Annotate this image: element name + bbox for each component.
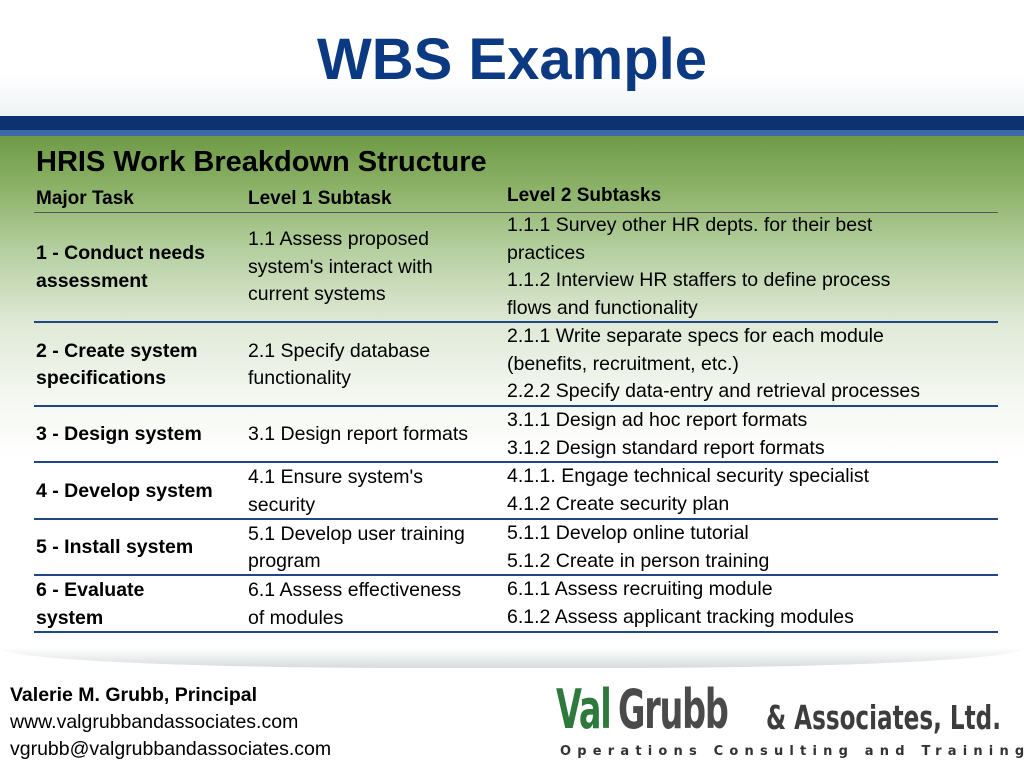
content-panel xyxy=(0,136,1024,656)
row-divider xyxy=(34,405,998,407)
row-divider xyxy=(34,631,998,633)
row-divider xyxy=(34,574,998,576)
level1-cell-line: functionality xyxy=(248,367,351,389)
table-title: HRIS Work Breakdown Structure xyxy=(36,146,487,178)
header-level1-subtask: Level 1 Subtask xyxy=(248,188,392,209)
level1-cell-line: 6.1 Assess effectiveness xyxy=(248,579,462,601)
major-task-cell-line: system xyxy=(36,606,104,629)
level1-cell-line: security xyxy=(248,493,316,516)
major-task-cell: 3 - Design system xyxy=(36,421,246,449)
level2-cell-line: (benefits, recruitment, etc.) xyxy=(507,352,739,375)
level2-cell: 3.1.1 Design ad hoc report formats 3.1.2 … xyxy=(507,407,998,462)
major-task-cell-line: 4 - Develop system xyxy=(36,479,213,502)
header-rule xyxy=(34,212,998,213)
level1-cell: 6.1 Assess effectiveness of modules xyxy=(248,577,508,632)
logo-grubb: Grubb xyxy=(618,678,729,741)
level2-cell-line: practices xyxy=(507,241,586,264)
level2-cell: 6.1.1 Assess recruiting module 6.1.2 Asse… xyxy=(507,576,998,631)
footer-contact: Valerie M. Grubb, Principal www.valgrubb… xyxy=(10,682,331,763)
level1-cell-line: 1.1 Assess proposed xyxy=(248,228,430,251)
level2-cell-line: 6.1.2 Assess applicant tracking modules xyxy=(507,605,854,628)
major-task-cell-line: 1 - Conduct needs xyxy=(36,242,206,264)
row-divider xyxy=(34,321,998,323)
level2-cell-line: flows and functionality xyxy=(507,296,698,319)
major-task-cell: 6 - Evaluate system xyxy=(36,577,246,632)
major-task-cell: 1 - Conduct needs assessment xyxy=(36,240,246,295)
major-task-cell-line: 6 - Evaluate xyxy=(36,579,145,601)
major-task-cell: 2 - Create system specifications xyxy=(36,338,246,393)
logo-associates: & Associates, Ltd. xyxy=(766,698,1001,737)
major-task-cell-line: 5 - Install system xyxy=(36,536,194,559)
level1-cell: 4.1 Ensure system's security xyxy=(248,464,508,519)
panel-bottom-edge xyxy=(0,648,1024,668)
logo-val: Val xyxy=(556,678,612,741)
header-stripe-accent xyxy=(0,130,1024,136)
level1-cell: 5.1 Develop user training program xyxy=(248,521,508,576)
level2-cell-line: 1.1.2 Interview HR staffers to define pr… xyxy=(507,269,891,291)
table-row: 3 - Design system 3.1 Design report forma… xyxy=(34,407,998,463)
level2-cell-line: 5.1.2 Create in person training xyxy=(507,549,770,572)
level2-cell-line: 2.1.1 Write separate specs for each modu… xyxy=(507,325,884,347)
table-row: 1 - Conduct needs assessment 1.1 Assess pr… xyxy=(34,212,998,323)
footer-email: vgrubb@valgrubbandassociates.com xyxy=(10,738,332,760)
level1-cell: 3.1 Design report formats xyxy=(248,421,508,449)
level2-cell: 1.1.1 Survey other HR depts. for their b… xyxy=(507,212,998,322)
slide-title: WBS Example xyxy=(317,27,707,92)
level2-cell-line: 3.1.1 Design ad hoc report formats xyxy=(507,409,808,431)
level1-cell: 1.1 Assess proposed system's interact wit… xyxy=(248,226,508,309)
level1-cell-line: current systems xyxy=(248,283,386,306)
header-level2-subtasks: Level 2 Subtasks xyxy=(507,185,662,206)
level1-cell-line: 4.1 Ensure system's xyxy=(248,466,423,488)
level2-cell-line: 2.2.2 Specify data-entry and retrieval p… xyxy=(507,380,920,402)
table-row: 4 - Develop system 4.1 Ensure system's sec… xyxy=(34,463,998,520)
row-divider xyxy=(34,461,998,463)
level2-cell: 4.1.1. Engage technical security special… xyxy=(507,463,998,518)
major-task-cell-line: assessment xyxy=(36,269,148,292)
logo-wordmark: Val Grubb & Associates, Ltd. xyxy=(556,678,1001,741)
level2-cell-line: 5.1.1 Develop online tutorial xyxy=(507,522,749,544)
title-band xyxy=(0,0,1024,120)
level1-cell-line: program xyxy=(248,550,321,572)
logo-tagline: Operations Consulting and Training xyxy=(560,744,1024,759)
table-row: 6 - Evaluate system 6.1 Assess effectivene… xyxy=(34,576,998,633)
footer-website: www.valgrubbandassociates.com xyxy=(10,711,299,733)
level1-cell-line: system's interact with xyxy=(248,255,433,278)
major-task-cell-line: 2 - Create system xyxy=(36,339,198,362)
level2-cell-line: 6.1.1 Assess recruiting module xyxy=(507,578,773,600)
level1-cell-line: 5.1 Develop user training xyxy=(248,522,465,545)
level2-cell: 5.1.1 Develop online tutorial 5.1.2 Creat… xyxy=(507,520,998,575)
table-row: 5 - Install system 5.1 Develop user train… xyxy=(34,520,998,576)
row-divider xyxy=(34,518,998,520)
level1-cell-line: of modules xyxy=(248,606,344,629)
footer-name: Valerie M. Grubb, Principal xyxy=(10,684,258,706)
major-task-cell: 5 - Install system xyxy=(36,534,246,562)
major-task-cell-line: specifications xyxy=(36,367,167,389)
level1-cell: 2.1 Specify database functionality xyxy=(248,338,508,393)
company-logo: Val Grubb & Associates, Ltd. Operations … xyxy=(548,676,1024,764)
level1-cell-line: 3.1 Design report formats xyxy=(248,423,469,446)
level2-cell-line: 4.1.1. Engage technical security special… xyxy=(507,465,870,487)
major-task-cell-line: 3 - Design system xyxy=(36,423,202,446)
level2-cell-line: 4.1.2 Create security plan xyxy=(507,492,730,515)
header-major-task: Major Task xyxy=(36,188,134,209)
major-task-cell: 4 - Develop system xyxy=(36,478,246,506)
header-stripe xyxy=(0,116,1024,130)
level1-cell-line: 2.1 Specify database xyxy=(248,339,431,362)
level2-cell: 2.1.1 Write separate specs for each modu… xyxy=(507,323,998,406)
table-row: 2 - Create system specifications 2.1 Speci… xyxy=(34,323,998,407)
level2-cell-line: 3.1.2 Design standard report formats xyxy=(507,436,825,459)
level2-cell-line: 1.1.1 Survey other HR depts. for their b… xyxy=(507,214,873,236)
